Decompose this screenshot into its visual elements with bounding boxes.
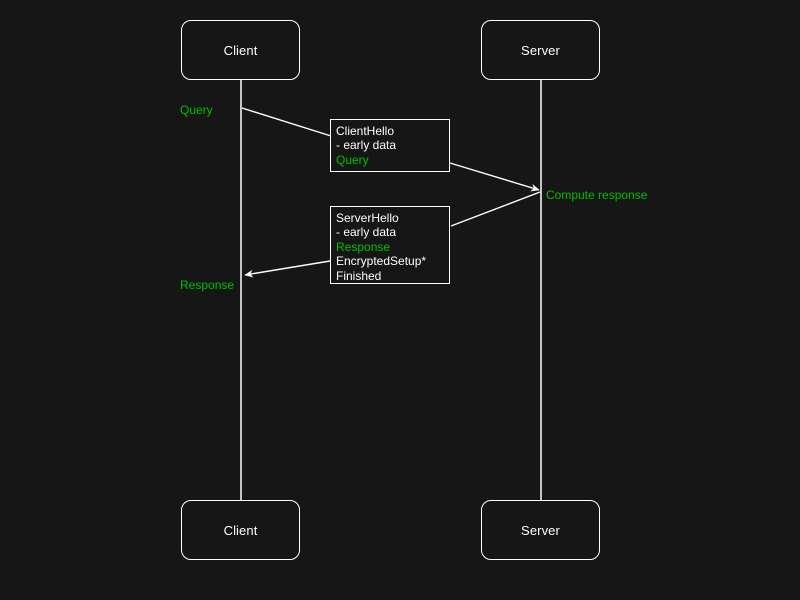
arrow-query-client-to-note xyxy=(241,107,332,137)
label-response: Response xyxy=(180,278,235,292)
note-line-server-hello-1: - early data xyxy=(336,225,397,240)
actor-label-client-top: Client xyxy=(223,42,258,58)
actor-box-client-top[interactable]: Client xyxy=(181,20,300,80)
arrow-response-note-to-client xyxy=(244,260,331,278)
label-compute-response: Compute response xyxy=(546,188,648,202)
note-line-client-hello-1: - early data xyxy=(336,138,397,153)
label-query: Query xyxy=(180,103,213,117)
note-client-hello[interactable]: ClientHello - early data Query xyxy=(330,119,450,172)
actor-label-server-bottom: Server xyxy=(521,522,560,538)
actor-box-server-bottom[interactable]: Server xyxy=(481,500,600,560)
note-server-hello[interactable]: ServerHello - early data Response Encryp… xyxy=(330,206,450,284)
arrow-response-server-to-note xyxy=(450,191,541,227)
actor-box-server-top[interactable]: Server xyxy=(481,20,600,80)
actor-label-server-top: Server xyxy=(521,42,560,58)
note-line-client-hello-2: Query xyxy=(336,152,369,167)
actor-box-client-bottom[interactable]: Client xyxy=(181,500,300,560)
note-line-server-hello-4: Finished xyxy=(336,268,382,283)
note-line-server-hello-3: EncryptedSetup* xyxy=(336,254,427,269)
note-line-client-hello-0: ClientHello xyxy=(336,124,395,138)
actor-label-client-bottom: Client xyxy=(223,522,258,538)
note-line-server-hello-2: Response xyxy=(336,239,391,254)
arrow-query-note-to-server xyxy=(449,162,540,192)
note-line-server-hello-0: ServerHello xyxy=(336,211,399,225)
